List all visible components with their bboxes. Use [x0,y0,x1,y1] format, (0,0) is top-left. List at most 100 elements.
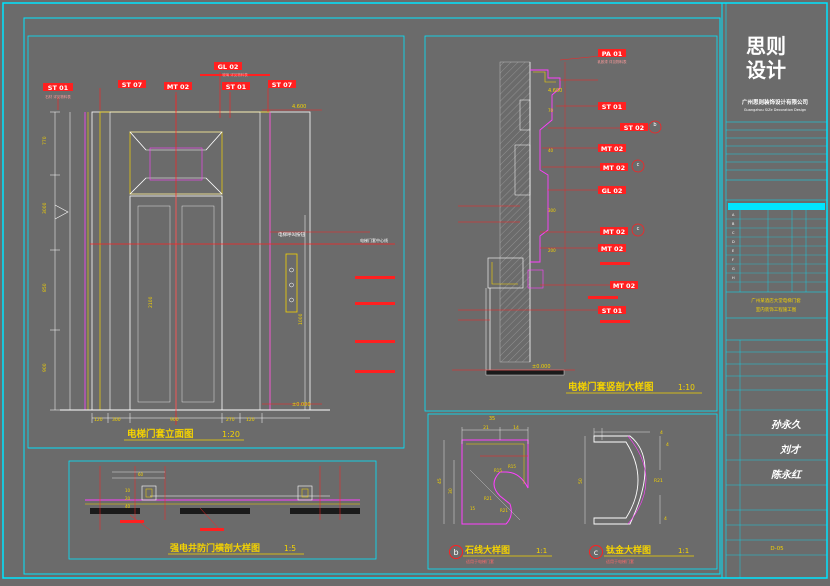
svg-text:MT 02: MT 02 [613,282,635,290]
detail-b-drawing [443,427,529,525]
detail-c-scale: 1:1 [678,547,689,555]
elevation-dim-bottom-2: 300 [112,417,121,423]
elevation-scale: 1:20 [222,430,240,439]
rev-mark-3: C [732,231,735,235]
detail-b-subtitle: 适用于电梯门套 [466,558,494,564]
svg-text:c: c [594,548,598,557]
svg-text:b: b [653,122,656,128]
elevation-title: 电梯门套立面图 [127,428,194,440]
section-panel [424,35,718,412]
company-logo: 思则 设计 [746,34,786,82]
elevation-level-bottom: ±0.000 [292,402,311,408]
section-title: 电梯门套竖剖大样图 [568,381,654,393]
detail-b-dim-45: 45 [437,478,443,484]
section-tag-st01-a: ST 01 [598,102,626,111]
svg-text:c: c [637,226,640,232]
elevation-tag-mt02: MT 02 [164,82,192,91]
detail-b-dim-21: 21 [483,425,489,431]
rev-mark-5: E [732,249,734,253]
svg-text:玻璃 详见物料表: 玻璃 详见物料表 [222,72,248,77]
elevation-dim-panel: 1000 [298,313,304,325]
detail-b-dim-r21b: R21 [484,496,492,501]
elevation-dim-left-3: 850 [42,283,48,292]
detail-b-dim-r15b: R15 [508,464,516,469]
detail-c-dim-2: 4 [666,442,669,448]
plan-dim-4: 40 [125,504,131,509]
svg-text:b: b [453,548,458,557]
rev-mark-8: H [732,276,735,280]
detail-c-subtitle: 适用于电梯门套 [606,558,634,564]
elevation-tag-st01-a: ST 01 石材 详见物料表 [43,83,73,99]
elevation-note-button: 电梯呼叫按钮 [278,231,305,238]
rev-mark-1: A [732,213,735,217]
elevation-dim-bottom-1: 120 [94,417,103,423]
svg-text:ST 01: ST 01 [602,103,623,111]
plan-detail-scale: 1:5 [284,544,296,553]
elevation-dim-bottom-4: 270 [226,417,235,423]
section-tag-st01-b: ST 01 [598,306,626,315]
section-level-top: 4.600 [548,88,562,94]
section-dim-2: 40 [548,148,554,153]
elevation-dim-bottom-5: 120 [246,417,255,423]
inner-border [23,17,721,575]
elevation-tag-gl02: GL 02 玻璃 详见物料表 [214,62,248,77]
signature-3: 陈永红 [771,469,803,481]
detail-c-title: 钛金大样图 [606,544,651,556]
detail-c-dim-height: 50 [578,478,584,484]
detail-c-drawing [584,428,661,525]
rev-mark-6: F [732,258,734,262]
plan-dim-1: 60 [138,472,144,477]
svg-text:ST 07: ST 07 [122,81,142,89]
detail-b-dim-15: 15 [470,506,476,511]
elevation-tag-st07-a: ST 07 [118,80,146,89]
elevation-note-right: 电梯门套中心线 [360,237,388,243]
elevation-dim-bottom-3: 900 [170,417,179,423]
detail-b-scale: 1:1 [536,547,547,555]
plan-dim-2: 10 [125,488,131,493]
svg-text:ST 02: ST 02 [624,124,644,132]
section-dim-3: 300 [548,208,556,213]
svg-text:GL 02: GL 02 [218,63,239,71]
svg-text:MT 02: MT 02 [601,145,623,153]
svg-text:乳胶漆 详见物料表: 乳胶漆 详见物料表 [597,59,627,64]
elevation-tag-st07-b: ST 07 [268,80,296,89]
elevation-dim-left-4: 900 [42,363,48,372]
section-drawing [452,55,630,376]
signature-1: 孙永久 [771,419,802,431]
plan-detail-title: 强电井防门横剖大样图 [170,542,260,554]
detail-c-marker: c [589,545,603,559]
detail-b-title: 石线大样图 [464,544,510,556]
svg-text:MT 02: MT 02 [603,164,625,172]
svg-text:石材 详见物料表: 石材 详见物料表 [45,94,71,99]
svg-text:ST 01: ST 01 [602,307,623,315]
svg-text:c: c [637,162,640,168]
svg-text:思则: 思则 [746,34,786,58]
svg-text:ST 01: ST 01 [226,83,247,91]
elevation-dim-left-2: 3000 [42,202,48,214]
svg-text:MT 02: MT 02 [167,83,189,91]
section-tag-st02: ST 02 b [620,120,662,134]
svg-text:MT 02: MT 02 [601,245,623,253]
section-tag-mt02-d: MT 02 [598,244,626,253]
sheet-number: D-05 [770,546,784,552]
section-tag-mt02-e: MT 02 [610,281,638,290]
detail-b-dim-r15a: R15 [494,468,502,473]
section-tag-mt02-a: MT 02 [598,144,626,153]
detail-c-dim-1: 4 [660,430,663,436]
elevation-dim-opening: 2100 [148,296,154,308]
svg-text:MT 02: MT 02 [603,228,625,236]
project-line-1: 广州某酒店大堂电梯门套 [751,297,801,304]
detail-b-dim-30: 30 [448,488,454,494]
detail-c-dim-3: 4 [664,516,667,522]
section-tag-gl02: GL 02 [598,186,626,195]
rev-mark-7: G [732,267,735,271]
details-panel [427,413,718,570]
svg-text:ST 07: ST 07 [272,81,292,89]
title-block [721,3,827,578]
elevation-tag-st01-b: ST 01 [222,82,250,91]
detail-b-marker: b [449,545,463,559]
elevation-level-top: 4.600 [292,104,306,110]
company-english: Guangzhou SiZe Decoration Design [744,108,806,112]
section-tag-mt02-b: MT 02 c [600,159,645,173]
